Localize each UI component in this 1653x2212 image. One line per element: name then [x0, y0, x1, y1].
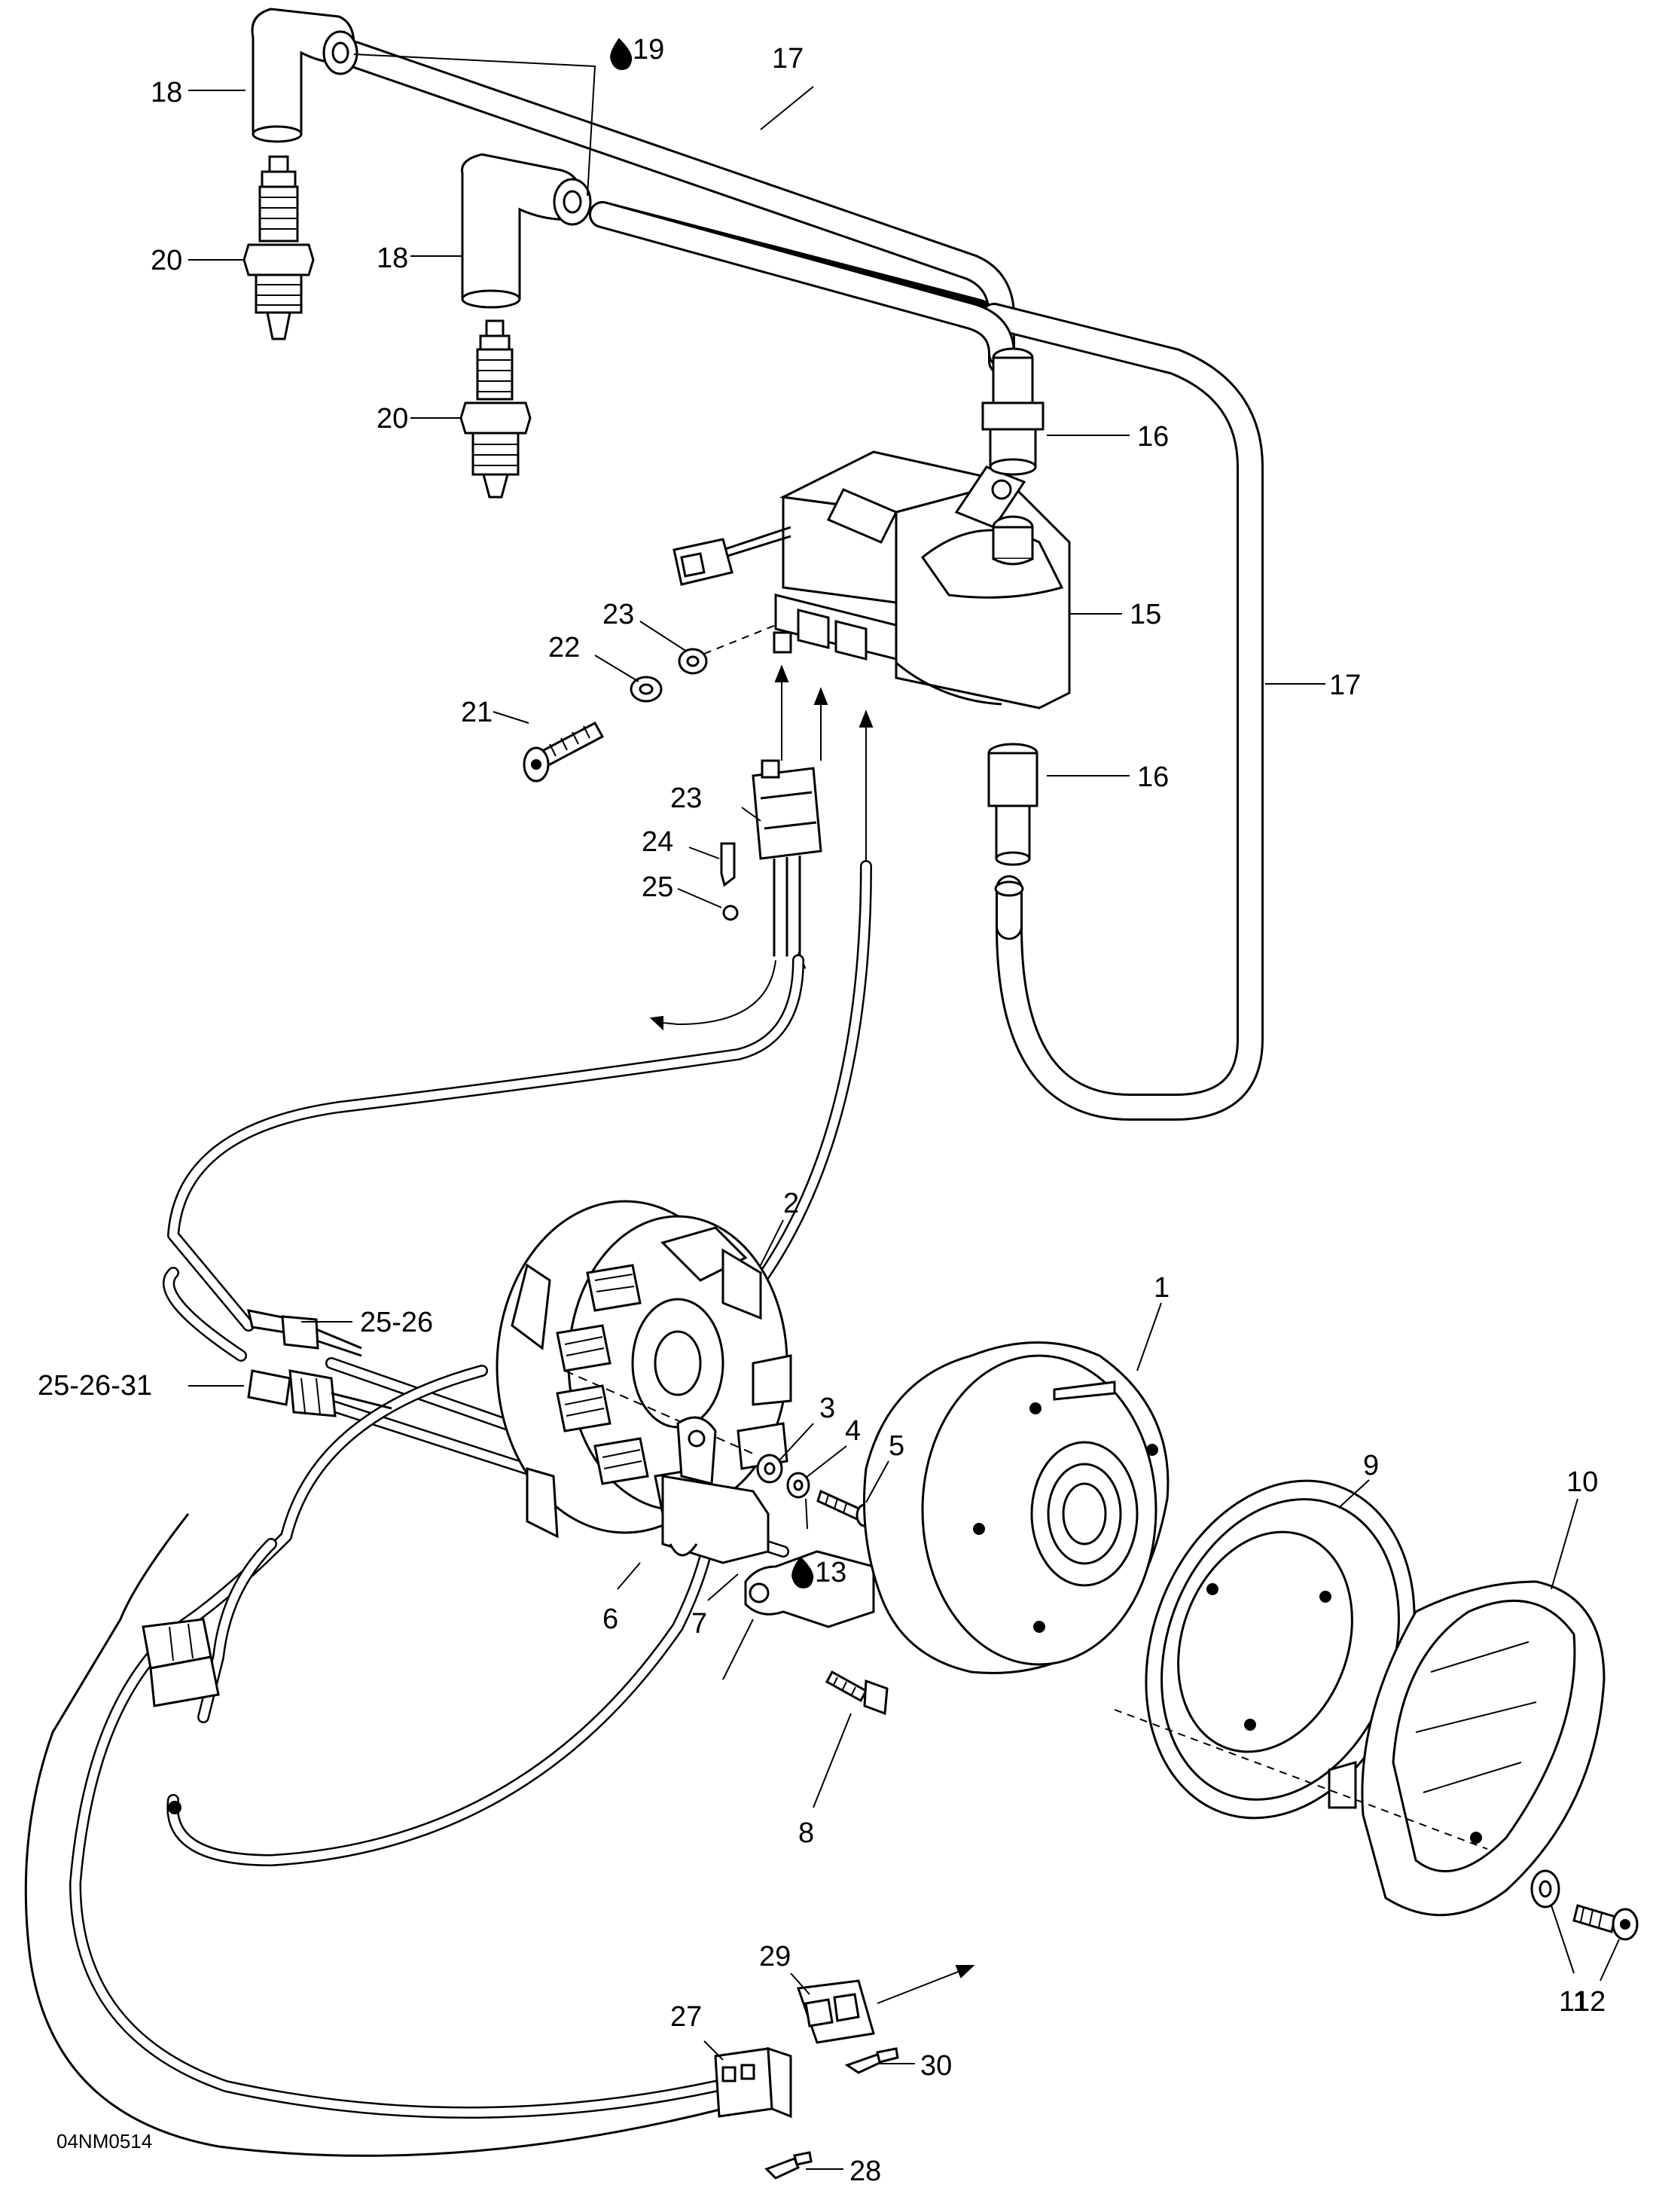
connector-29 [796, 1965, 975, 2044]
connector-27 [714, 2046, 792, 2119]
callout-labels: 18 19 17 20 18 20 16 15 17 16 23 22 21 2… [38, 34, 1606, 2187]
stator-lock-washer [786, 1472, 810, 1499]
stator-harness-loop [167, 860, 872, 1332]
spark-plug-2 [459, 319, 532, 499]
leader-lines [188, 53, 1620, 2170]
trigger-coil [661, 1416, 770, 1564]
callout-17: 17 [1329, 670, 1361, 701]
connector-under-stator [142, 1618, 220, 1707]
terminal-pin [720, 842, 736, 887]
spark-plug-cap-2 [461, 153, 592, 309]
callout-4: 4 [845, 1415, 861, 1447]
trigger-harness-loop [163, 1267, 721, 1866]
callout-25: 25 [642, 871, 673, 903]
callout-24: 24 [642, 826, 673, 858]
callout-29: 29 [759, 1941, 791, 1972]
callout-3: 3 [819, 1393, 835, 1424]
assembly-axis-line [703, 624, 776, 654]
callout-25-26-31: 25-26-31 [38, 1370, 152, 1402]
callout-19: 19 [633, 34, 664, 66]
callout-16: 16 [1137, 421, 1169, 453]
coil-boot-lower [987, 743, 1038, 866]
coil-secondary-lead [994, 875, 1024, 940]
coil-primary-leads [672, 526, 1002, 706]
stator [496, 1200, 792, 1539]
callout-15: 15 [1130, 599, 1161, 630]
callout-18: 18 [151, 77, 182, 108]
cover-washer [1530, 1869, 1560, 1908]
trigger-coil-screw [825, 1670, 889, 1716]
trigger-connector-housing [752, 759, 822, 956]
trigger-coil-bracket [744, 1550, 875, 1628]
oil-drop-icon [791, 1556, 814, 1589]
starter-pulley-cover [1328, 1580, 1606, 1917]
callout-8: 8 [798, 1817, 814, 1849]
callout-23: 23 [602, 599, 634, 630]
starter-cup [1145, 1479, 1416, 1820]
callout-1: 1 [1154, 1272, 1170, 1304]
reference-code: 04NM0514 [56, 2130, 152, 2153]
callout-16: 16 [1137, 761, 1169, 793]
callout-30: 30 [920, 2050, 952, 2082]
cover-screw [1572, 1904, 1639, 1941]
high-tension-wire-to-rear-cap [589, 201, 1015, 368]
callout-17: 17 [772, 43, 804, 75]
ignition-coil [773, 450, 1071, 709]
terminal-30 [844, 2047, 899, 2074]
callout-25-26: 25-26 [360, 1307, 433, 1338]
spark-plug-cap-1 [251, 8, 358, 143]
flat-washer [678, 648, 708, 675]
lock-washer [630, 676, 663, 703]
connector-25-26-31 [247, 1369, 392, 1417]
callout-28: 28 [849, 2156, 881, 2187]
callout-20: 20 [151, 245, 182, 276]
stator-washer [756, 1454, 783, 1484]
high-tension-wire-front [340, 41, 1015, 375]
callout-12: 12 [1574, 1986, 1606, 2018]
callout-7: 7 [691, 1608, 707, 1640]
terminal-28 [764, 2151, 813, 2180]
callout-22: 22 [548, 632, 580, 664]
callout-5: 5 [889, 1430, 904, 1462]
spark-plug-1 [242, 155, 315, 340]
cover-axis-line [1114, 1709, 1488, 1850]
callout-13: 13 [815, 1557, 846, 1588]
callout-6: 6 [602, 1603, 618, 1635]
coil-boot-upper [981, 347, 1045, 476]
flywheel [863, 1341, 1170, 1674]
callout-10: 10 [1566, 1466, 1598, 1498]
callout-21: 21 [461, 697, 493, 728]
oil-drop-icon [610, 38, 633, 71]
callout-18: 18 [377, 243, 408, 274]
callout-9: 9 [1363, 1450, 1379, 1481]
callout-2: 2 [783, 1188, 799, 1219]
coil-screw [523, 721, 605, 783]
callout-20: 20 [377, 403, 408, 435]
terminal-seal [722, 905, 739, 921]
connector-25-26 [247, 1309, 362, 1357]
callout-11: 11 [1559, 1986, 1588, 2018]
callout-27: 27 [670, 2001, 702, 2033]
high-tension-wire-rear [981, 303, 1264, 1121]
callout-23: 23 [670, 783, 702, 814]
